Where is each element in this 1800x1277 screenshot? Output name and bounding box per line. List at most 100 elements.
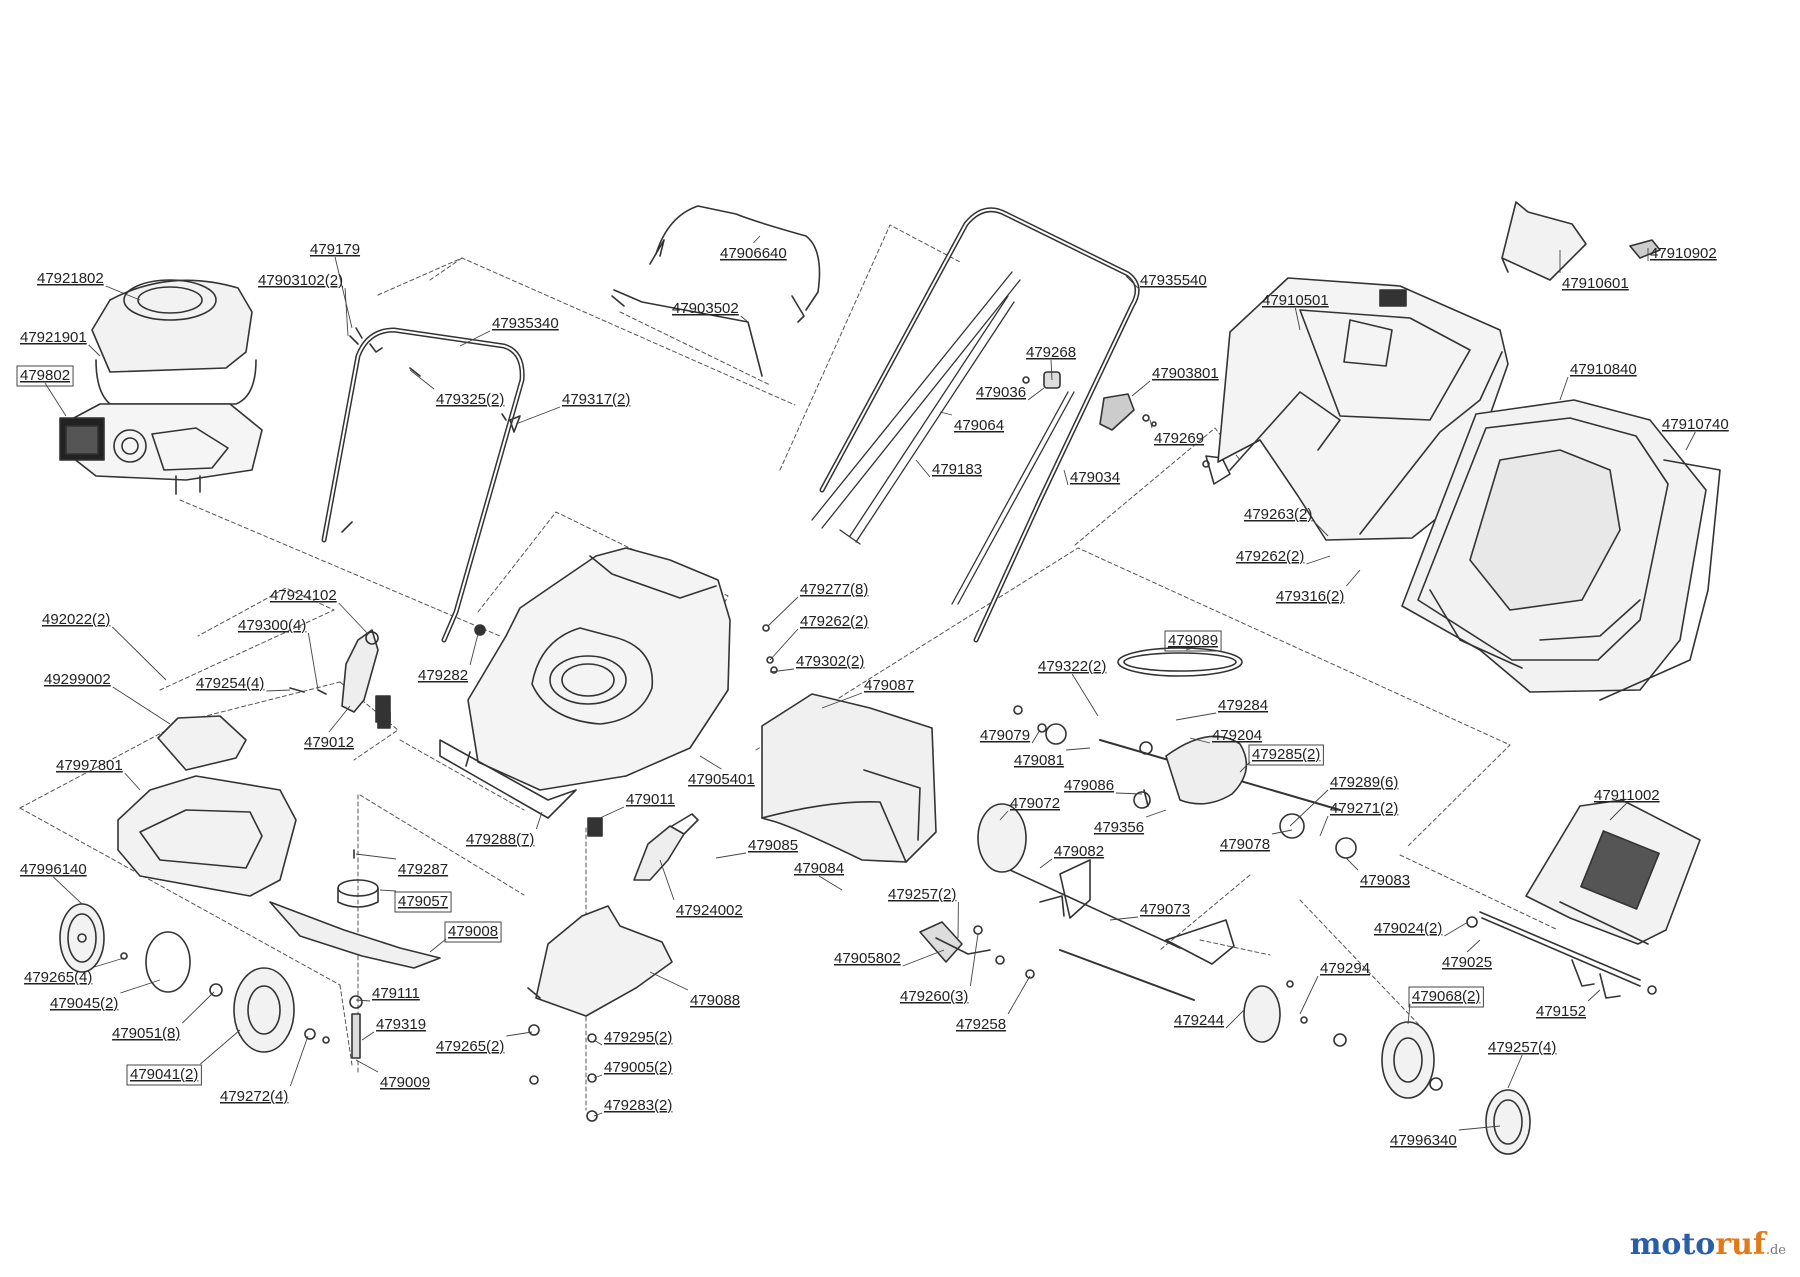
leader-line-47924102 [339, 603, 368, 634]
part-label-479802: 479802 [20, 367, 70, 384]
mower-deck [378, 548, 730, 836]
leader-line-479085 [716, 853, 746, 858]
part-label-479008: 479008 [448, 923, 498, 940]
part-label-479025: 479025 [1442, 954, 1492, 971]
part-label-479051: 479051(8) [112, 1025, 180, 1042]
part-label-479282: 479282 [418, 667, 468, 684]
part-label-479045: 479045(2) [50, 995, 118, 1012]
leader-line-479051 [182, 992, 214, 1023]
part-label-479086: 479086 [1064, 777, 1114, 794]
part-label-479072: 479072 [1010, 795, 1060, 812]
part-label-47910902: 47910902 [1650, 245, 1717, 262]
leader-line-479288 [536, 812, 542, 829]
part-label-47903102: 47903102(2) [258, 272, 343, 289]
leader-line-479041 [200, 1030, 240, 1064]
part-label-479262a: 479262(2) [1236, 548, 1304, 565]
part-label-479087: 479087 [864, 677, 914, 694]
leader-line-479012 [329, 706, 350, 732]
part-label-47921802: 47921802 [37, 270, 104, 287]
part-label-479088: 479088 [690, 992, 740, 1009]
leader-line-479179 [335, 257, 352, 328]
part-label-479316: 479316(2) [1276, 588, 1344, 605]
leader-line-479244 [1226, 1010, 1244, 1028]
engine-assembly [60, 280, 262, 494]
leader-line-47910740 [1686, 432, 1695, 450]
part-label-479294: 479294 [1320, 960, 1370, 977]
leader-line-479265b [506, 1032, 532, 1036]
leader-line-47906640 [753, 236, 760, 243]
catcher-clips [1502, 202, 1660, 280]
part-label-479284: 479284 [1218, 697, 1268, 714]
part-label-479041: 479041(2) [130, 1066, 198, 1083]
part-label-479302: 479302(2) [796, 653, 864, 670]
leader-line-479316 [1346, 570, 1360, 586]
leader-line-479057 [380, 890, 396, 891]
leader-line-479254 [266, 690, 290, 691]
part-label-479179: 479179 [310, 241, 360, 258]
part-label-47996140: 47996140 [20, 861, 87, 878]
leader-line-479262b [770, 629, 798, 660]
leader-line-479322 [1072, 674, 1098, 716]
leader-line-479356 [1146, 810, 1166, 817]
part-label-47910601: 47910601 [1562, 275, 1629, 292]
part-label-479283: 479283(2) [604, 1097, 672, 1114]
part-label-479079: 479079 [980, 727, 1030, 744]
leader-line-479084 [819, 876, 842, 890]
part-label-479356: 479356 [1094, 819, 1144, 836]
part-label-479269: 479269 [1154, 430, 1204, 447]
leader-line-479287 [356, 854, 396, 859]
part-label-479277: 479277(8) [800, 581, 868, 598]
part-label-479036: 479036 [976, 384, 1026, 401]
part-label-479009: 479009 [380, 1074, 430, 1091]
leader-line-479036 [1028, 388, 1044, 400]
part-label-47935540: 47935540 [1140, 272, 1207, 289]
part-label-479263: 479263(2) [1244, 506, 1312, 523]
height-lever [634, 814, 698, 880]
part-label-47910840: 47910840 [1570, 361, 1637, 378]
part-label-47905802: 47905802 [834, 950, 901, 967]
leader-line-47910840 [1560, 377, 1568, 400]
leader-line-492022 [112, 627, 166, 680]
part-label-479254: 479254(4) [196, 675, 264, 692]
part-label-47997801: 47997801 [56, 757, 123, 774]
leader-line-479025 [1467, 940, 1480, 952]
leader-line-479258 [1008, 976, 1030, 1014]
part-label-47910740: 47910740 [1662, 416, 1729, 433]
leader-line-479045 [120, 980, 160, 993]
leader-line-479011 [600, 807, 624, 818]
leader-line-479300 [308, 633, 318, 690]
leader-line-479282 [470, 634, 478, 665]
drive-cable-end [920, 922, 1034, 978]
leader-line-479083 [1346, 858, 1358, 870]
part-label-479082: 479082 [1054, 843, 1104, 860]
part-label-479258: 479258 [956, 1016, 1006, 1033]
part-label-47905401: 47905401 [688, 771, 755, 788]
part-label-479265a: 479265(4) [24, 969, 92, 986]
part-label-479073: 479073 [1140, 901, 1190, 918]
leader-line-479802 [45, 383, 66, 416]
part-label-479257a: 479257(2) [888, 886, 956, 903]
part-label-479078: 479078 [1220, 836, 1270, 853]
brand-tld: .de [1766, 1243, 1786, 1258]
part-label-479204: 479204 [1212, 727, 1262, 744]
leader-line-479283 [594, 1113, 602, 1116]
part-label-479272: 479272(4) [220, 1088, 288, 1105]
leader-line-479081 [1066, 748, 1090, 750]
part-label-47935340: 47935340 [492, 315, 559, 332]
part-label-479084: 479084 [794, 860, 844, 877]
part-label-479034: 479034 [1070, 469, 1120, 486]
rear-cover-panel [1526, 800, 1700, 944]
leader-line-47903801 [1132, 381, 1150, 396]
part-label-479083: 479083 [1360, 872, 1410, 889]
leader-line-479319 [362, 1032, 374, 1040]
part-label-479081: 479081 [1014, 752, 1064, 769]
leader-line-479325 [410, 370, 434, 389]
part-label-479265b: 479265(2) [436, 1038, 504, 1055]
part-label-479289: 479289(6) [1330, 774, 1398, 791]
part-label-479257b: 479257(4) [1488, 1039, 1556, 1056]
part-label-479271: 479271(2) [1330, 800, 1398, 817]
part-label-479064: 479064 [954, 417, 1004, 434]
right-wheel-assembly [1244, 986, 1530, 1154]
